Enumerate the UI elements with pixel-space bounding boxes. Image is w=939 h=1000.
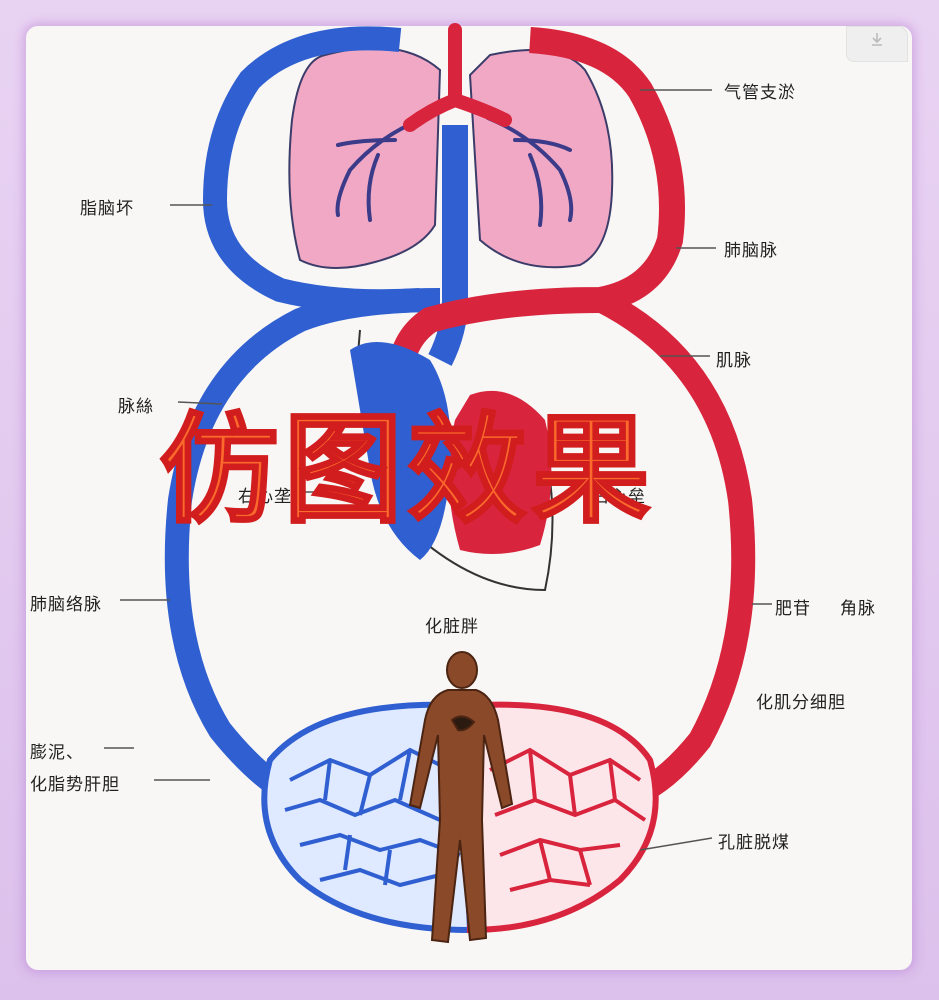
label-right-vessel-b: 角脉 (840, 599, 876, 619)
label-aorta: 肌脉 (716, 351, 752, 371)
left-lung (288, 46, 442, 270)
left-ventricle (350, 342, 451, 560)
human-figure (408, 651, 514, 944)
download-icon (872, 33, 882, 46)
label-right-capillary: 孔脏脱煤 (718, 833, 790, 853)
label-right-artery: 肺脑脉 (724, 241, 778, 261)
pulmonary-vein-arch (202, 26, 421, 314)
systemic-artery-right (594, 289, 756, 812)
aorta-arch (387, 27, 685, 381)
trachea (403, 23, 512, 132)
label-right-vessel-a: 肥苷 (775, 599, 811, 619)
label-left-heart: 右心垄 (238, 487, 292, 507)
label-left-capillary-a: 膨泥、 (30, 743, 84, 763)
right-lung (468, 49, 614, 269)
label-right-heart: 右心垒 (592, 487, 646, 507)
label-left-vein: 脂脑坏 (80, 199, 134, 219)
label-left-atrium: 脉絲 (118, 397, 154, 417)
label-left-capillary-b: 化脂势肝胆 (30, 775, 120, 795)
leader-lines (104, 89, 772, 851)
systemic-vein-left (164, 288, 441, 811)
label-right-lower: 化肌分细胆 (756, 693, 846, 713)
right-ventricle (448, 390, 552, 554)
label-trachea: 气管支淤 (724, 83, 796, 103)
label-left-vessel: 肺脑络脉 (30, 595, 102, 615)
label-center: 化脏胖 (425, 617, 479, 637)
bronchi (335, 116, 574, 227)
download-button[interactable] (846, 26, 908, 62)
capillary-bed-arterial (466, 701, 659, 934)
